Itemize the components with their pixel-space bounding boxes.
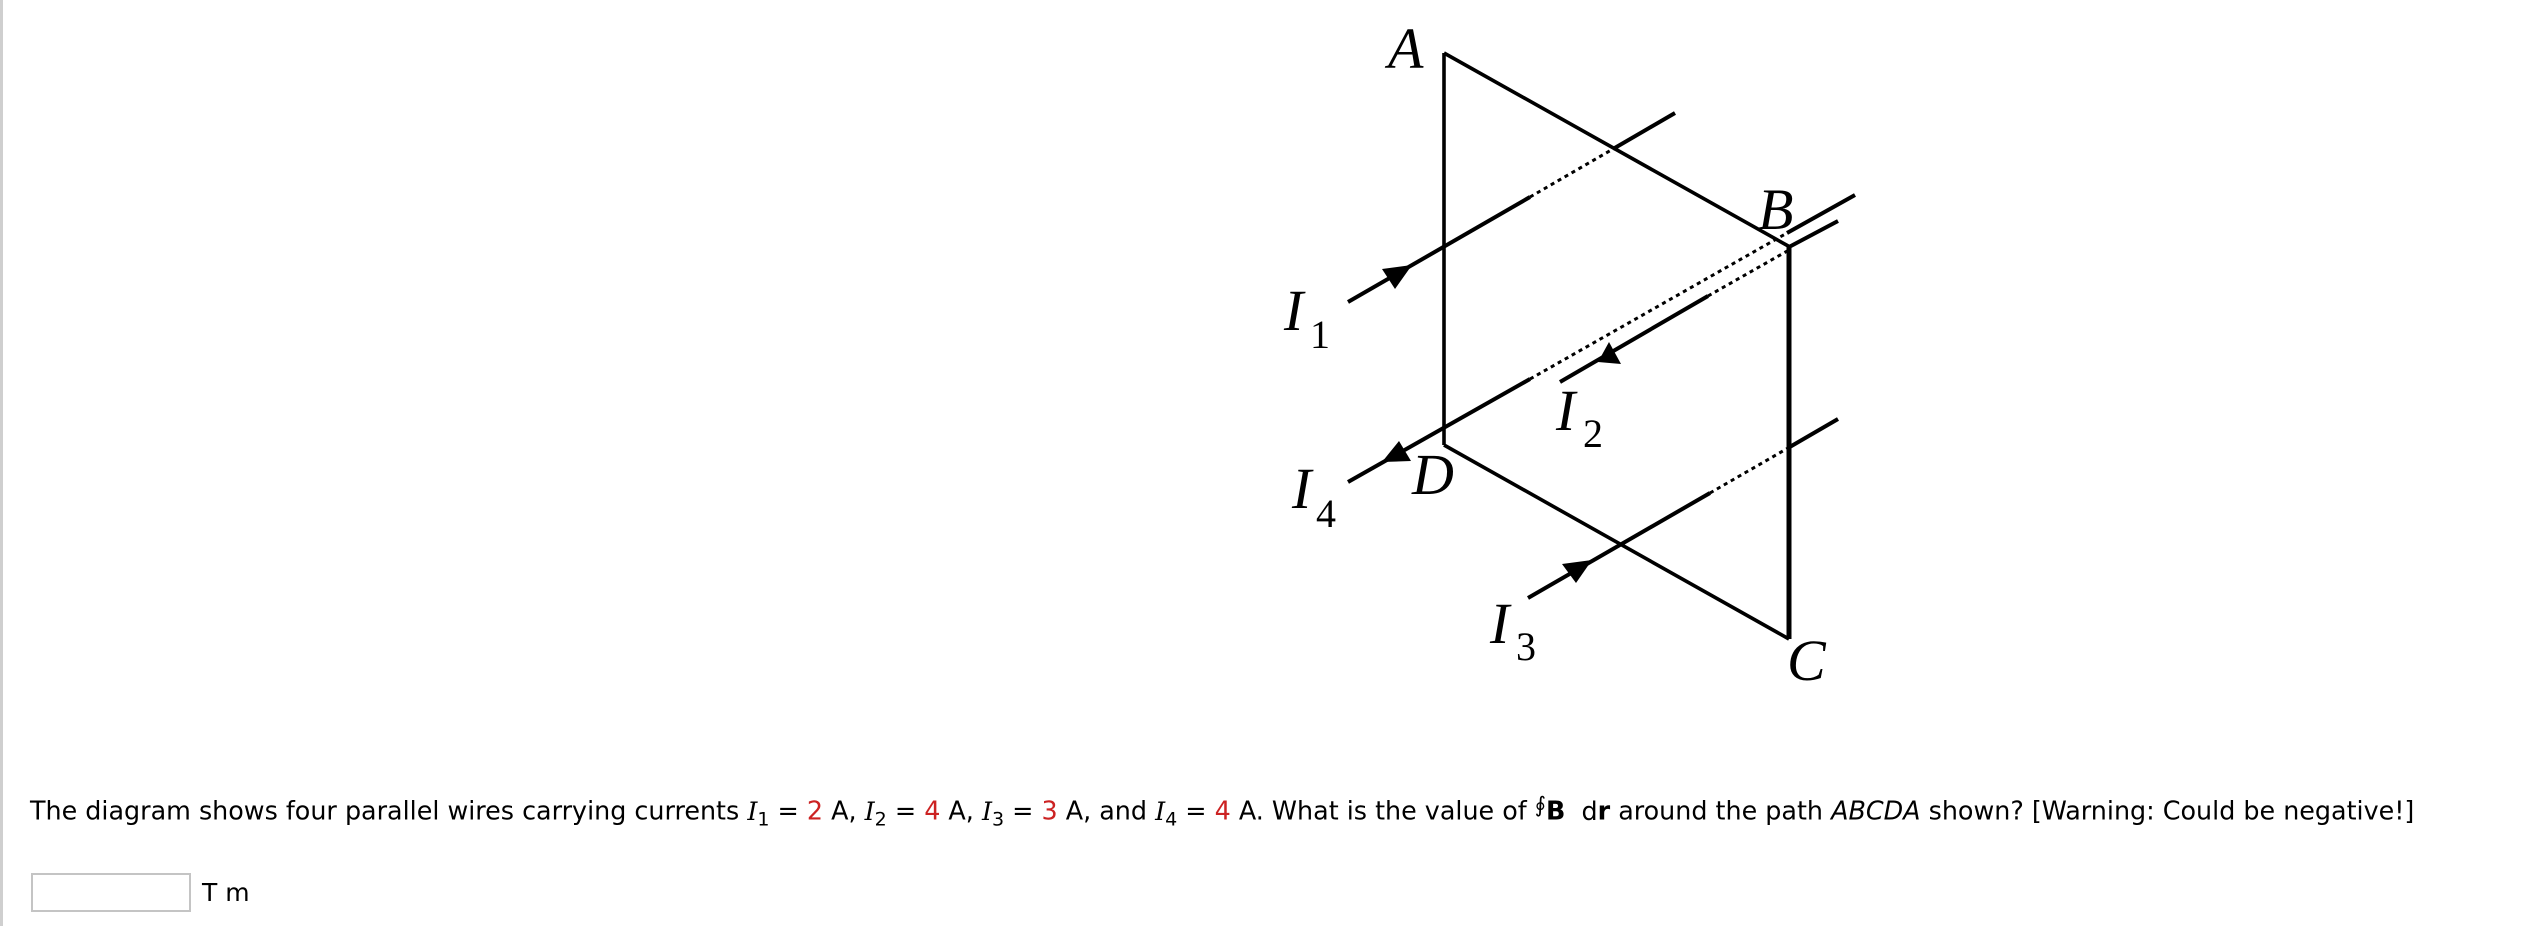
current-value-i1: 2 [806, 795, 824, 826]
current-label-i4: I [1291, 456, 1314, 521]
current-sub-i3: 3 [1516, 624, 1536, 669]
vertex-label-c: C [1787, 628, 1827, 693]
current-symbol-i4: I4 [1155, 795, 1178, 831]
arrow-i2-icon [1598, 342, 1621, 364]
equals-sign: = [769, 795, 807, 826]
current-symbol-i2: I2 [864, 795, 887, 831]
r-vector: r [1597, 795, 1611, 826]
current-symbol-i3: I3 [981, 795, 1005, 831]
current-sub-i2: 2 [1583, 411, 1603, 456]
arrow-i1-icon [1382, 265, 1412, 289]
answer-unit-label: T m [202, 878, 250, 907]
wire-i1 [1347, 111, 1677, 304]
question-body: A. What is the value of [1230, 795, 1535, 826]
current-value-i2: 4 [924, 795, 941, 826]
question-body-2: around the path [1610, 795, 1832, 826]
current-label-i2: I [1555, 378, 1578, 443]
unit-text: A, [823, 795, 865, 826]
current-symbol-i1: I1 [747, 795, 770, 831]
contour-integral-icon: ∮ [1534, 793, 1547, 818]
current-label-i1: I [1283, 278, 1306, 343]
question-text: The diagram shows four parallel wires ca… [30, 788, 2414, 829]
page-left-border [0, 0, 3, 926]
current-sub-i1: 1 [1310, 312, 1330, 357]
question-intro: The diagram shows four parallel wires ca… [30, 795, 748, 826]
differential-d: d [1573, 795, 1598, 826]
current-sub-i4: 4 [1316, 491, 1336, 536]
vertex-label-b: B [1758, 177, 1793, 242]
equals-sign: = [1004, 795, 1042, 826]
wire-i2 [1558, 219, 1839, 384]
path-name: ABCDA [1831, 795, 1921, 826]
current-value-i4: 4 [1214, 795, 1231, 826]
current-label-i3: I [1489, 591, 1512, 656]
wire-i3 [1527, 417, 1840, 600]
current-value-i3: 3 [1041, 795, 1058, 826]
equals-sign: = [886, 795, 925, 826]
answer-input[interactable] [31, 873, 191, 912]
path-abcd [1442, 51, 1792, 641]
segment-cd [1443, 443, 1790, 641]
b-vector: B [1546, 795, 1566, 826]
answer-row: T m [31, 873, 250, 912]
question-tail: shown? [Warning: Could be negative!] [1920, 795, 2415, 826]
segment-ab [1443, 51, 1791, 249]
unit-text: A, [940, 795, 982, 826]
vertex-label-a: A [1384, 16, 1424, 81]
arrow-i4-icon [1382, 441, 1411, 462]
wire-i4 [1347, 193, 1856, 484]
vertex-label-d: D [1411, 442, 1454, 507]
unit-text: A, and [1057, 795, 1156, 826]
wire-loop-diagram: A B C D I 1 I 2 I 3 I 4 [1283, 16, 1856, 693]
arrow-i3-icon [1562, 560, 1592, 583]
equals-sign: = [1177, 795, 1215, 826]
